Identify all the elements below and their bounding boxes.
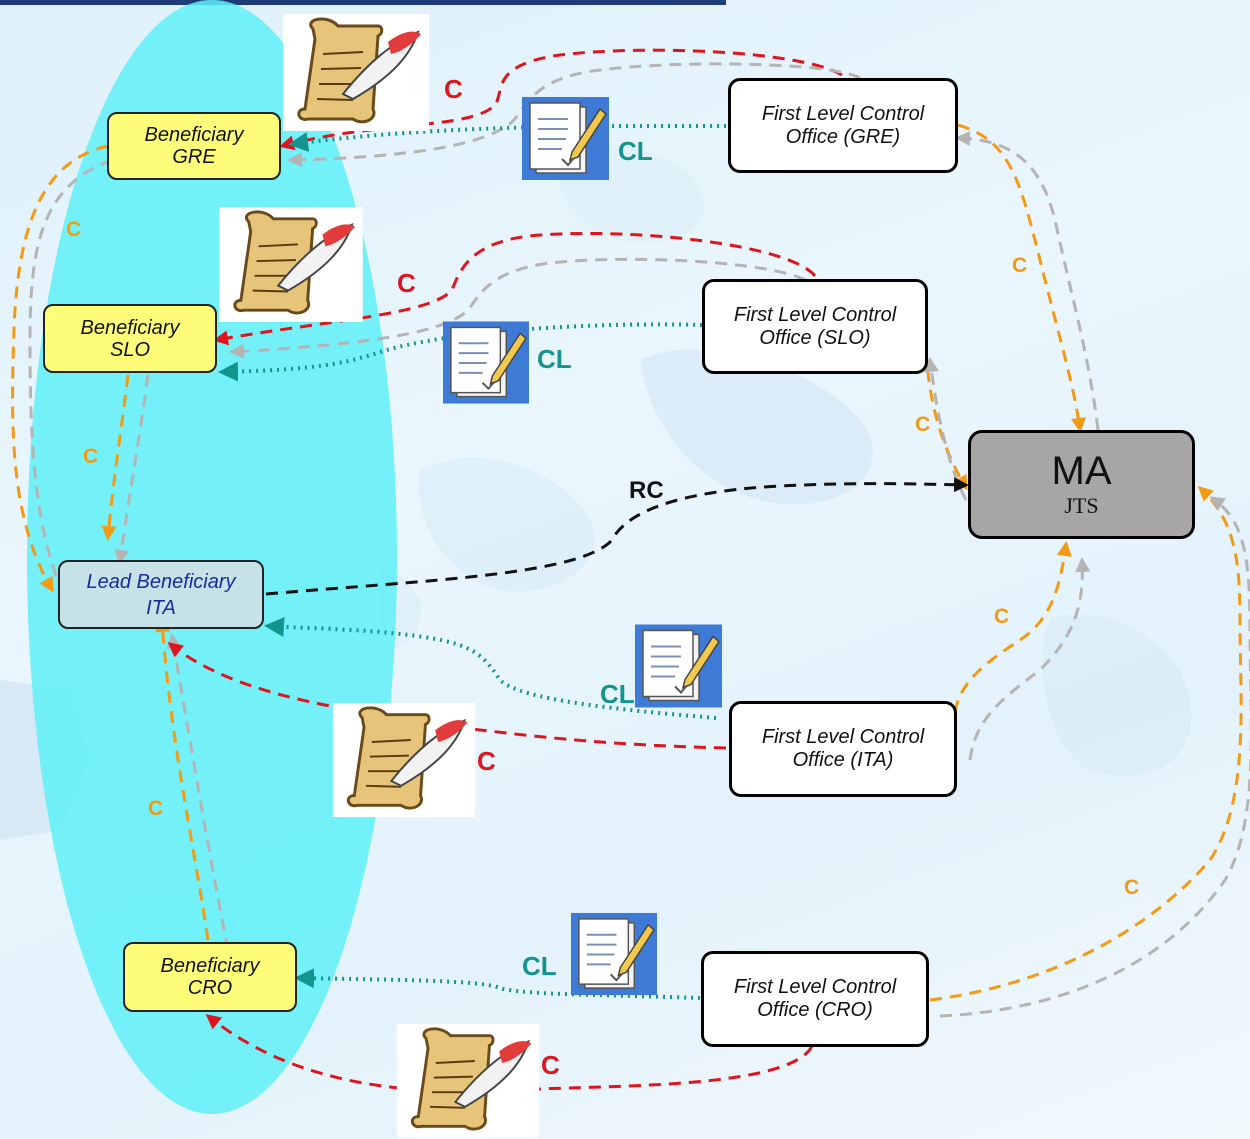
flc-office-slo-box: First Level Control Office (SLO) [702, 279, 928, 374]
beneficiary-cro-box: Beneficiary CRO [123, 942, 297, 1012]
scroll-quill-icon [395, 1024, 541, 1138]
checklist-label-slo: CL [537, 344, 572, 374]
checklist-pencil-icon [443, 320, 529, 405]
node-line1: Beneficiary [144, 124, 244, 146]
node-line1: First Level Control [761, 726, 925, 748]
claim-label-gre-to-lead: C [66, 218, 82, 241]
checklist-label-gre: CL [618, 136, 653, 166]
scroll-quill-icon [331, 703, 477, 817]
node-line2: Office (CRO) [757, 999, 873, 1021]
beneficiary-gre-box: Beneficiary GRE [107, 112, 281, 180]
checklist-arrows [218, 123, 727, 1000]
node-line1: First Level Control [761, 102, 925, 125]
flc-office-ita-box: First Level Control Office (ITA) [729, 701, 957, 797]
claim-arrows-to-ma [924, 123, 1243, 1002]
checklist-pencil-icon [571, 911, 657, 997]
report-arrow [265, 477, 969, 596]
claim-label-flc-gre: C [1012, 254, 1028, 277]
node-line1: First Level Control [733, 303, 897, 326]
title-bar-strip [0, 0, 726, 5]
ma-jts-box: MA JTS [968, 430, 1195, 539]
node-line1: Beneficiary [160, 955, 260, 977]
checklist-label-cro: CL [522, 951, 557, 981]
claim-label-cro-to-lead: C [148, 797, 164, 820]
node-line2: SLO [109, 338, 151, 361]
certificate-label-cro: C [541, 1050, 560, 1080]
jts-label: JTS [1064, 492, 1099, 518]
return-arrows-left [28, 158, 230, 951]
checklist-pencil-icon [635, 624, 722, 708]
node-line2: CRO [187, 977, 233, 999]
certificate-label-ita: C [477, 746, 496, 776]
checklist-pencil-icon [522, 97, 609, 180]
claim-label-flc-ita: C [994, 605, 1010, 628]
node-line2: ITA [146, 596, 176, 619]
scroll-quill-icon [283, 14, 429, 131]
node-line1: Beneficiary [80, 316, 180, 339]
checklist-label-ita: CL [600, 679, 635, 709]
scroll-quill-icon [218, 207, 364, 322]
ma-label: MA [1051, 448, 1112, 493]
claim-label-flc-slo: C [915, 413, 931, 436]
claim-arrows-left [11, 144, 210, 941]
node-line2: Office (SLO) [759, 326, 871, 349]
claim-label-flc-cro: C [1124, 876, 1140, 899]
node-line2: Office (ITA) [792, 749, 894, 771]
certificate-label-gre: C [444, 74, 463, 104]
lead-beneficiary-ita-box: Lead Beneficiary ITA [58, 560, 264, 629]
certificate-label-slo: C [397, 268, 416, 298]
node-line1: Lead Beneficiary [86, 570, 236, 593]
return-arrows-top [229, 62, 861, 359]
node-line2: GRE [172, 146, 216, 168]
node-line1: First Level Control [733, 976, 897, 998]
flc-office-gre-box: First Level Control Office (GRE) [728, 78, 958, 173]
flc-office-cro-box: First Level Control Office (CRO) [701, 951, 929, 1047]
report-label: RC [629, 477, 664, 504]
claim-label-slo-to-lead: C [83, 445, 99, 468]
return-arrows-right [924, 130, 1250, 1018]
node-line2: Office (GRE) [785, 125, 901, 148]
beneficiary-slo-box: Beneficiary SLO [43, 304, 217, 373]
